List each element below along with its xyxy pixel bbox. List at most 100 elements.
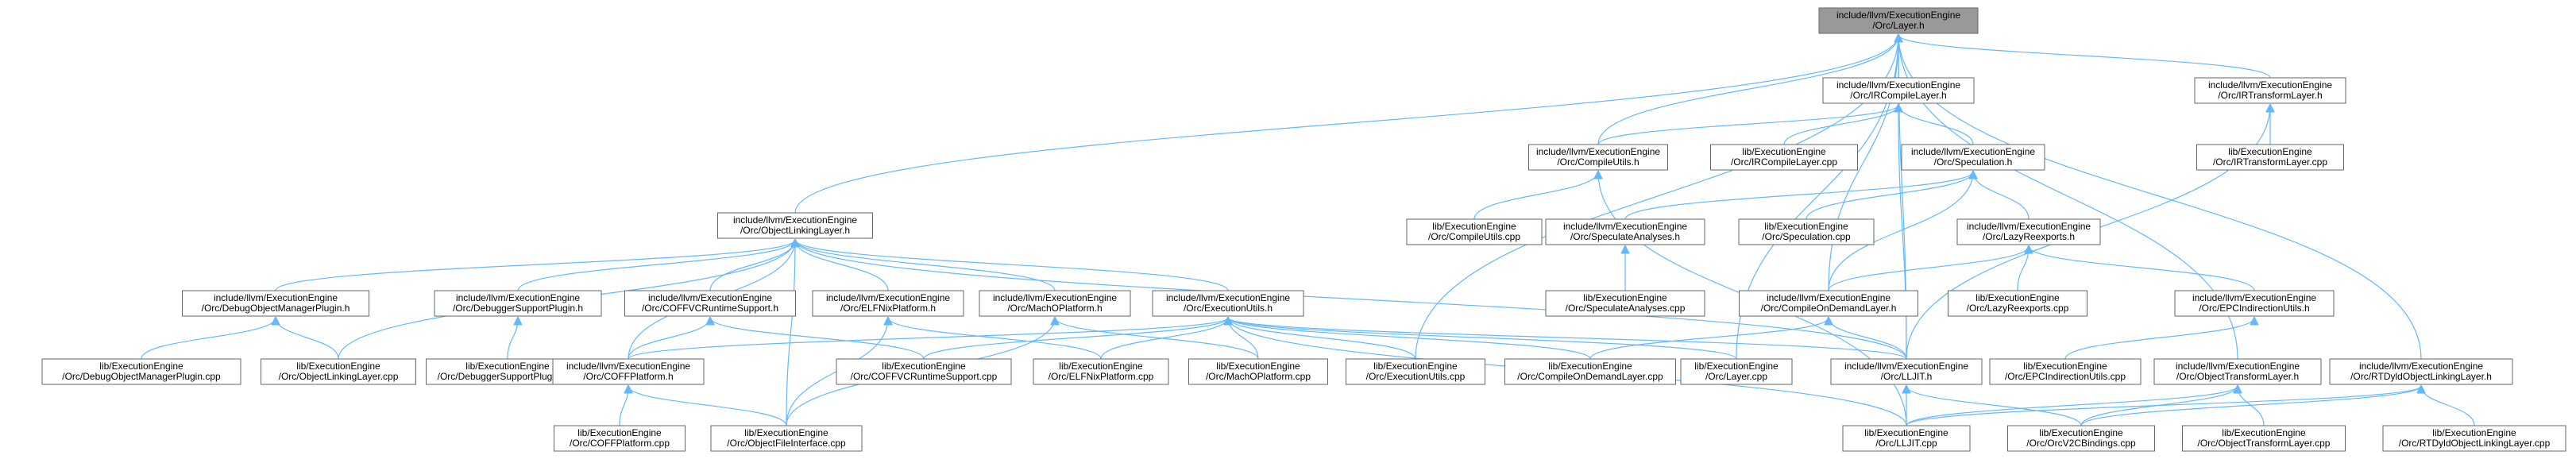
node-box bbox=[434, 290, 602, 317]
node-label-line: /Orc/IRTransformLayer.h bbox=[2218, 90, 2322, 101]
node-label-line: /Orc/Layer.h bbox=[1872, 20, 1924, 31]
node-coffp-cpp[interactable]: lib/ExecutionEngine/Orc/COFFPlatform.cpp bbox=[554, 425, 686, 452]
node-label-line: /Orc/COFFPlatform.cpp bbox=[570, 438, 670, 449]
node-label-line: lib/ExecutionEngine bbox=[1975, 292, 2060, 303]
node-box bbox=[1188, 358, 1328, 385]
node-irc-cpp[interactable]: lib/ExecutionEngine/Orc/IRCompileLayer.c… bbox=[1710, 144, 1858, 171]
node-label-line: /Orc/ObjectTransformLayer.h bbox=[2176, 371, 2299, 382]
edge-cu_h-to-cu_cpp bbox=[1473, 172, 1598, 220]
node-label-line: lib/ExecutionEngine bbox=[1216, 361, 1300, 372]
node-orcv2-cpp[interactable]: lib/ExecutionEngine/Orc/OrcV2CBindings.c… bbox=[2007, 425, 2155, 452]
node-ofi-cpp[interactable]: lib/ExecutionEngine/Orc/ObjectFileInterf… bbox=[710, 425, 863, 452]
node-epcind-cpp[interactable]: lib/ExecutionEngine/Orc/EPCIndirectionUt… bbox=[1989, 358, 2142, 385]
node-eu-h[interactable]: include/llvm/ExecutionEngine/Orc/Executi… bbox=[1152, 290, 1304, 317]
node-label-line: lib/ExecutionEngine bbox=[744, 427, 828, 438]
node-dom-cpp[interactable]: lib/ExecutionEngine/Orc/DebugObjectManag… bbox=[41, 358, 241, 385]
node-cu-h[interactable]: include/llvm/ExecutionEngine/Orc/Compile… bbox=[1528, 144, 1668, 171]
node-box bbox=[1822, 77, 1975, 104]
node-label-line: include/llvm/ExecutionEngine bbox=[566, 361, 690, 372]
edge-otl_h-to-lljit_cpp bbox=[1906, 386, 2238, 426]
node-label-line: /Orc/SpeculateAnalyses.cpp bbox=[1566, 303, 1686, 314]
node-label-line: include/llvm/ExecutionEngine bbox=[1166, 292, 1290, 303]
node-cod-h[interactable]: include/llvm/ExecutionEngine/Orc/Compile… bbox=[1739, 290, 1918, 317]
edge-oll_h-to-dom_h bbox=[275, 240, 795, 291]
node-label-line: include/llvm/ExecutionEngine bbox=[1844, 361, 1968, 372]
node-label-line: include/llvm/ExecutionEngine bbox=[1536, 146, 1660, 157]
node-coffvc-h[interactable]: include/llvm/ExecutionEngine/Orc/COFFVCR… bbox=[624, 290, 796, 317]
node-box bbox=[2153, 358, 2322, 385]
node-lljit-h[interactable]: include/llvm/ExecutionEngine/Orc/LLJIT.h bbox=[1830, 358, 1983, 385]
edge-layer_h-to-oll_h bbox=[794, 35, 1898, 214]
node-box bbox=[1504, 358, 1676, 385]
node-otl-cpp[interactable]: lib/ExecutionEngine/Orc/ObjectTransformL… bbox=[2182, 425, 2346, 452]
node-label-line: include/llvm/ExecutionEngine bbox=[1836, 79, 1960, 91]
edge-oll_h-to-lljit_h bbox=[795, 240, 1907, 360]
edge-oll_h-to-macho_h bbox=[795, 240, 1056, 291]
node-dom-h[interactable]: include/llvm/ExecutionEngine/Orc/DebugOb… bbox=[182, 290, 369, 317]
node-layer-cpp[interactable]: lib/ExecutionEngine/Orc/Layer.cpp bbox=[1680, 358, 1793, 385]
node-box bbox=[1710, 144, 1858, 171]
node-macho-h[interactable]: include/llvm/ExecutionEngine/Orc/MachOPl… bbox=[979, 290, 1131, 317]
node-label-line: lib/ExecutionEngine bbox=[2432, 427, 2516, 438]
node-epcind-h[interactable]: include/llvm/ExecutionEngine/Orc/EPCIndi… bbox=[2174, 290, 2335, 317]
node-label-line: lib/ExecutionEngine bbox=[1373, 361, 1458, 372]
node-box bbox=[1956, 218, 2101, 245]
node-label-line: lib/ExecutionEngine bbox=[2039, 427, 2123, 438]
edge-eu_h-to-eu_cpp bbox=[1228, 318, 1416, 360]
node-label-line: include/llvm/ExecutionEngine bbox=[1767, 292, 1890, 303]
node-irt-cpp[interactable]: lib/ExecutionEngine/Orc/IRTransformLayer… bbox=[2196, 144, 2344, 171]
edge-layer_h-to-cu_h bbox=[1597, 35, 1898, 145]
node-spec-h[interactable]: include/llvm/ExecutionEngine/Orc/Specula… bbox=[1901, 144, 2045, 171]
node-cu-cpp[interactable]: lib/ExecutionEngine/Orc/CompileUtils.cpp bbox=[1406, 218, 1543, 245]
edge-dom_h-to-dom_cpp bbox=[141, 318, 276, 360]
node-label-line: lib/ExecutionEngine bbox=[882, 361, 966, 372]
edge-elfnix_h-to-elfnix_cpp bbox=[888, 318, 1102, 360]
node-irt-h[interactable]: include/llvm/ExecutionEngine/Orc/IRTrans… bbox=[2194, 77, 2346, 104]
node-label-line: /Orc/Layer.cpp bbox=[1705, 371, 1767, 382]
node-box bbox=[1545, 290, 1705, 317]
node-elfnix-cpp[interactable]: lib/ExecutionEngine/Orc/ELFNixPlatform.c… bbox=[1033, 358, 1169, 385]
node-box bbox=[41, 358, 241, 385]
edge-spec_h-to-cod_h bbox=[1828, 172, 1973, 291]
node-box bbox=[1346, 358, 1485, 385]
node-label-line: /Orc/SpeculateAnalyses.h bbox=[1570, 231, 1680, 242]
node-label-line: lib/ExecutionEngine bbox=[2222, 427, 2306, 438]
node-lr-cpp[interactable]: lib/ExecutionEngine/Orc/LazyReexports.cp… bbox=[1948, 290, 2087, 317]
node-sa-h[interactable]: include/llvm/ExecutionEngine/Orc/Specula… bbox=[1545, 218, 1705, 245]
node-cod-cpp[interactable]: lib/ExecutionEngine/Orc/CompileOnDemandL… bbox=[1504, 358, 1676, 385]
node-box bbox=[1818, 7, 1979, 34]
node-rtdyld-cpp[interactable]: lib/ExecutionEngine/Orc/RTDyldObjectLink… bbox=[2382, 425, 2566, 452]
node-oll-cpp[interactable]: lib/ExecutionEngine/Orc/ObjectLinkingLay… bbox=[261, 358, 416, 385]
node-irc-h[interactable]: include/llvm/ExecutionEngine/Orc/IRCompi… bbox=[1822, 77, 1975, 104]
node-box bbox=[261, 358, 416, 385]
node-dsp-h[interactable]: include/llvm/ExecutionEngine/Orc/Debugge… bbox=[434, 290, 602, 317]
node-label-line: include/llvm/ExecutionEngine bbox=[1563, 221, 1687, 232]
node-label-line: lib/ExecutionEngine bbox=[1059, 361, 1143, 372]
node-box bbox=[1033, 358, 1169, 385]
node-elfnix-h[interactable]: include/llvm/ExecutionEngine/Orc/ELFNixP… bbox=[812, 290, 964, 317]
node-rtdyld-h[interactable]: include/llvm/ExecutionEngine/Orc/RTDyldO… bbox=[2329, 358, 2513, 385]
node-lljit-cpp[interactable]: lib/ExecutionEngine/Orc/LLJIT.cpp bbox=[1842, 425, 1971, 452]
node-box bbox=[2329, 358, 2513, 385]
node-label-line: /Orc/LLJIT.h bbox=[1881, 371, 1933, 382]
node-layer-h[interactable]: include/llvm/ExecutionEngine/Orc/Layer.h bbox=[1818, 7, 1979, 34]
edge-dom_h-to-oll_cpp bbox=[276, 318, 339, 360]
nodes-layer: include/llvm/ExecutionEngine/Orc/Layer.h… bbox=[41, 7, 2566, 452]
node-oll-h[interactable]: include/llvm/ExecutionEngine/Orc/ObjectL… bbox=[717, 212, 873, 239]
node-label-line: include/llvm/ExecutionEngine bbox=[993, 292, 1117, 303]
edge-macho_h-to-macho_cpp bbox=[1055, 318, 1259, 360]
edge-eu_h-to-cod_cpp bbox=[1228, 318, 1591, 360]
node-label-line: /Orc/RTDyldObjectLinkingLayer.cpp bbox=[2399, 438, 2551, 449]
node-coffvc-cpp[interactable]: lib/ExecutionEngine/Orc/COFFVCRuntimeSup… bbox=[836, 358, 1012, 385]
edge-dsp_h-to-dsp_cpp bbox=[507, 318, 518, 360]
node-box bbox=[836, 358, 1012, 385]
node-label-line: /Orc/DebuggerSupportPlugin.cpp bbox=[438, 371, 578, 382]
node-eu-cpp[interactable]: lib/ExecutionEngine/Orc/ExecutionUtils.c… bbox=[1346, 358, 1485, 385]
node-coffp-h[interactable]: include/llvm/ExecutionEngine/Orc/COFFPla… bbox=[552, 358, 705, 385]
node-sa-cpp[interactable]: lib/ExecutionEngine/Orc/SpeculateAnalyse… bbox=[1545, 290, 1705, 317]
node-label-line: /Orc/CompileUtils.h bbox=[1557, 156, 1639, 168]
node-macho-cpp[interactable]: lib/ExecutionEngine/Orc/MachOPlatform.cp… bbox=[1188, 358, 1328, 385]
node-otl-h[interactable]: include/llvm/ExecutionEngine/Orc/ObjectT… bbox=[2153, 358, 2322, 385]
node-lr-h[interactable]: include/llvm/ExecutionEngine/Orc/LazyRee… bbox=[1956, 218, 2101, 245]
node-spec-cpp[interactable]: lib/ExecutionEngine/Orc/Speculation.cpp bbox=[1738, 218, 1875, 245]
